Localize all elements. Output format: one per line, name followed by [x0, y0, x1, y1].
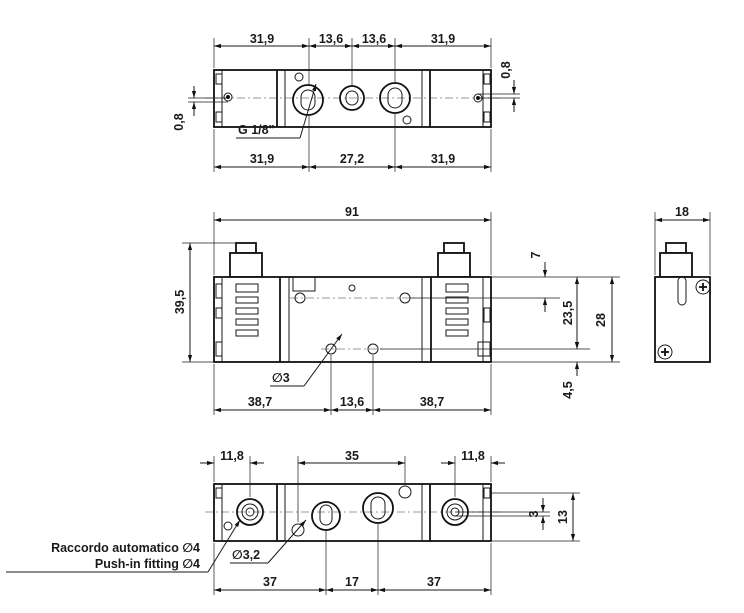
top-dim-1: 31,9: [250, 32, 274, 46]
front-right-dim-7: 7: [529, 251, 543, 258]
bottom-hole-label: ∅3,2: [232, 548, 260, 562]
front-view: 91 39,5 38,7 13,6 38,7 ∅3 7 23,5 28: [173, 205, 620, 415]
front-head-right-cap: [443, 242, 465, 254]
front-overall-width: 91: [345, 205, 359, 219]
bottom-top-dim-1: 11,8: [220, 449, 244, 463]
top-dim-4: 31,9: [431, 32, 455, 46]
top-dim-2: 13,6: [319, 32, 343, 46]
fitting-label-it: Raccordo automatico ∅4: [51, 541, 200, 555]
top-bottom-dim-2: 27,2: [340, 152, 364, 166]
bottom-view-body: [213, 483, 492, 542]
side-width: 18: [675, 205, 689, 219]
front-right-dim-28: 28: [594, 313, 608, 327]
front-overall-height: 39,5: [173, 290, 187, 314]
top-view: 31,9 13,6 13,6 31,9 31,9 27,2 31,9 G 1/8…: [172, 32, 520, 172]
bottom-bottom-dim-1: 37: [263, 575, 277, 589]
side-view: 18: [654, 205, 711, 363]
port-circle: [292, 84, 324, 116]
top-bottom-dim-1: 31,9: [250, 152, 274, 166]
top-bottom-dim-3: 31,9: [431, 152, 455, 166]
fitting-label-en: Push-in fitting ∅4: [95, 557, 200, 571]
bottom-right-dim-3: 3: [527, 510, 541, 517]
bottom-top-dim-3: 11,8: [461, 449, 485, 463]
front-hole-label: ∅3: [272, 371, 290, 385]
top-view-body: [213, 69, 492, 128]
side-head: [659, 252, 693, 278]
front-bottom-dim-2: 13,6: [340, 395, 364, 409]
front-head-left-cap: [235, 242, 257, 254]
front-right-dim-4-5: 4,5: [561, 381, 575, 398]
bottom-right-dim-13: 13: [556, 510, 570, 524]
front-bottom-dim-1: 38,7: [248, 395, 272, 409]
side-head-cap: [665, 242, 687, 254]
side-view-body: [654, 276, 711, 363]
bottom-top-dim-2: 35: [345, 449, 359, 463]
front-head-left: [229, 252, 263, 278]
left-offset: 0,8: [172, 113, 186, 130]
top-dim-3: 13,6: [362, 32, 386, 46]
bottom-bottom-dim-3: 37: [427, 575, 441, 589]
port-label: G 1/8": [238, 123, 275, 137]
front-bottom-dim-3: 38,7: [420, 395, 444, 409]
front-right-dim-23-5: 23,5: [561, 301, 575, 325]
bottom-view: 11,8 35 11,8 37 17 37 ∅3,2 Raccordo auto…: [6, 449, 580, 595]
right-offset: 0,8: [499, 61, 513, 78]
bottom-bottom-dim-2: 17: [345, 575, 359, 589]
fitting-left: [236, 498, 264, 526]
front-head-right: [437, 252, 471, 278]
